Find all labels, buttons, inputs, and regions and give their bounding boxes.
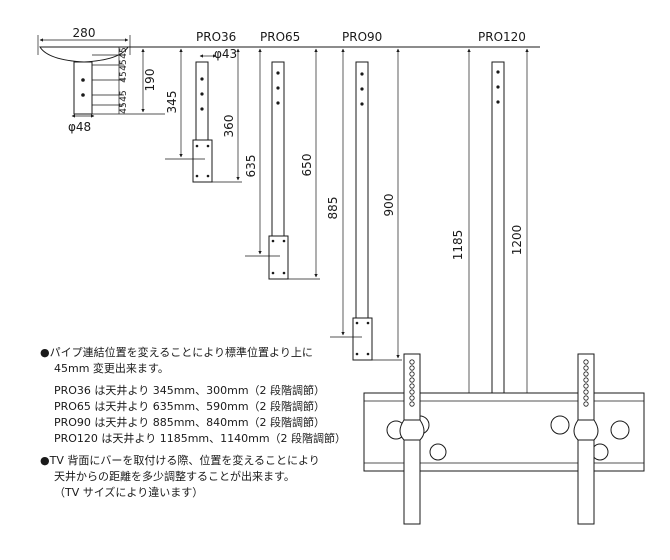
pitch-label-4: 45: [119, 90, 129, 101]
model-line-pro65: PRO65 は天井より 635mm、590mm（2 段階調節）: [54, 400, 326, 413]
hole-diameter-label: φ43: [214, 47, 237, 61]
pitch-label-2: 45: [119, 59, 129, 70]
model-line-pro120: PRO120 は天井より 1185mm、1140mm（2 段階調節）: [54, 432, 347, 445]
pitch-label-3: 45: [119, 71, 129, 82]
pro65-ceiling-length: 635: [244, 155, 258, 178]
pro36-ceiling-length: 345: [165, 91, 179, 114]
note1-line1: パイプ連結位置を変えることにより標準位置より上に: [49, 346, 313, 359]
pro36-bracket: PRO36 φ43 345 360: [165, 30, 242, 183]
pro65-bar-length: 650: [300, 154, 314, 177]
pipe-diameter-label: φ48: [68, 120, 91, 134]
bullet-icon: ●: [40, 346, 50, 359]
ceiling-plate: 280 45 45 45 45 45 190 φ48: [37, 26, 165, 134]
note-pipe-position: ● パイプ連結位置を変えることにより標準位置より上に: [40, 345, 380, 361]
pro120-ceiling-length: 1185: [451, 230, 465, 261]
note1-line2: 45mm 変更出来ます。: [54, 362, 169, 375]
installation-notes: ● パイプ連結位置を変えることにより標準位置より上に 45mm 変更出来ます。 …: [40, 345, 380, 501]
pro36-label: PRO36: [196, 30, 236, 44]
note2-line1: TV 背面にバーを取付ける際、位置を変えることにより: [49, 454, 320, 467]
pro120-bar-length: 1200: [510, 225, 524, 256]
pipe-length-label: 190: [143, 69, 157, 92]
bullet-icon: ●: [40, 454, 50, 467]
pro36-bar-length: 360: [222, 115, 236, 138]
plate-width-label: 280: [73, 26, 96, 40]
note-bar-position: ● TV 背面にバーを取付ける際、位置を変えることにより: [40, 453, 380, 469]
pitch-label-1: 45: [119, 47, 129, 58]
model-line-pro36: PRO36 は天井より 345mm、300mm（2 段階調節）: [54, 384, 326, 397]
model-adjustment-list: PRO36 は天井より 345mm、300mm（2 段階調節） PRO65 は天…: [54, 383, 380, 447]
pro65-label: PRO65: [260, 30, 300, 44]
pro90-ceiling-length: 885: [326, 197, 340, 220]
note2-line2: 天井からの距離を多少調整することが出来ます。: [54, 470, 295, 483]
model-line-pro90: PRO90 は天井より 885mm、840mm（2 段階調節）: [54, 416, 326, 429]
pro65-bracket: PRO65 635 650: [244, 30, 320, 280]
pitch-label-5: 45: [119, 102, 129, 113]
pro90-bar-length: 900: [382, 194, 396, 217]
tv-mounting-frame: [363, 353, 645, 525]
note2-line3: （TV サイズにより違います）: [54, 486, 204, 499]
pro90-label: PRO90: [342, 30, 382, 44]
pro120-label: PRO120: [478, 30, 526, 44]
pro90-bracket: PRO90 885 900: [326, 30, 402, 361]
